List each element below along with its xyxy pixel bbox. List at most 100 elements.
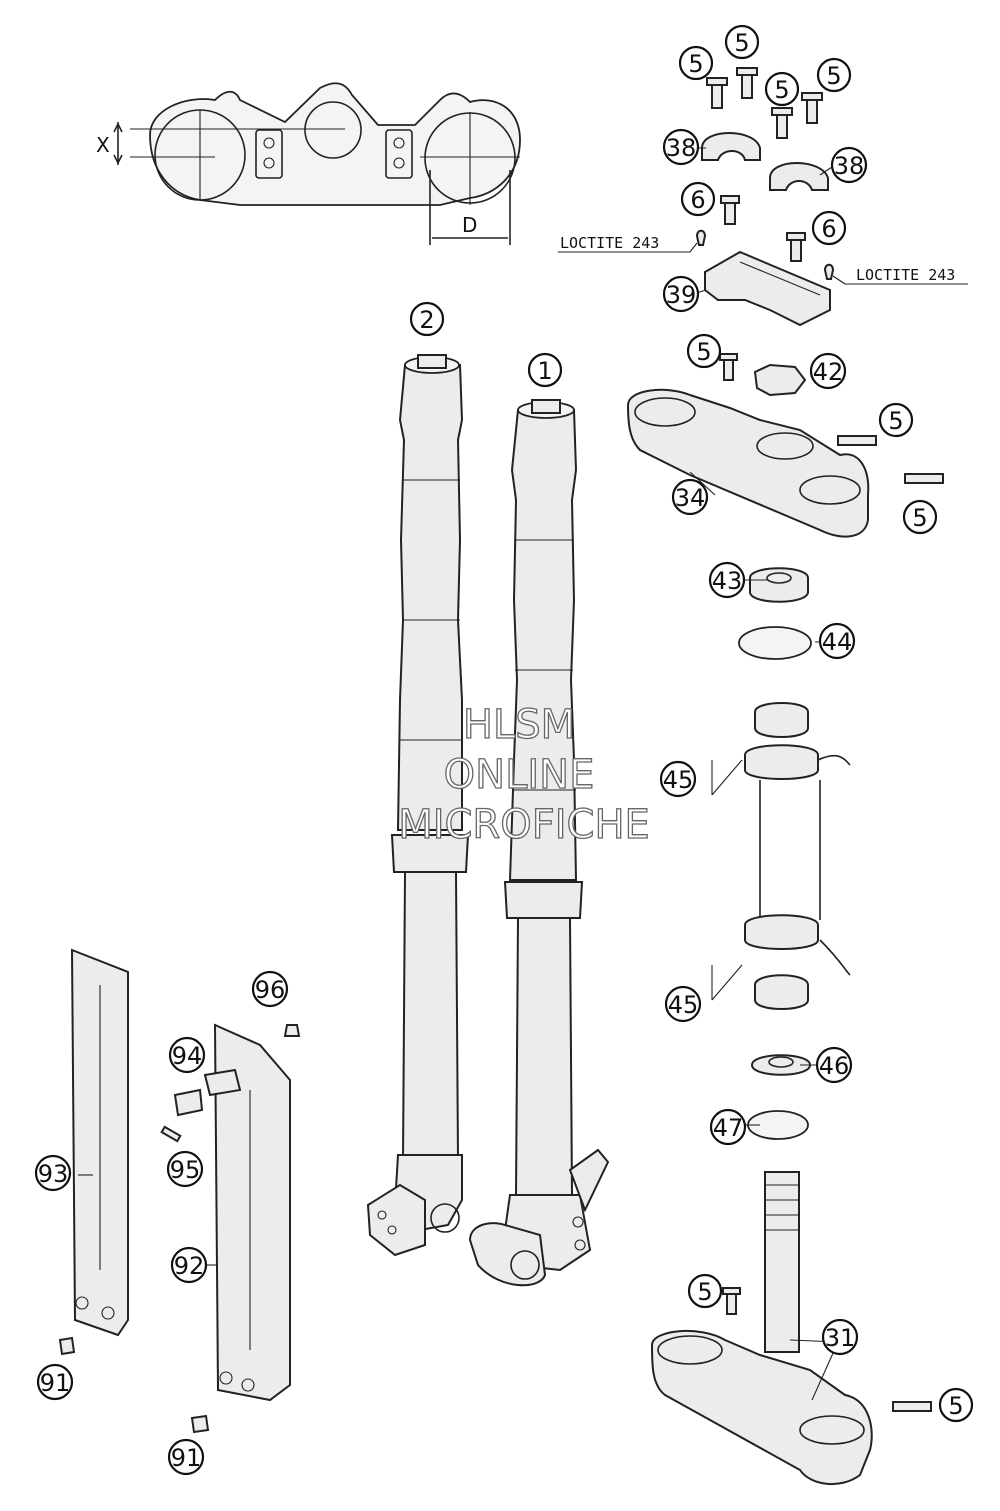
callout-number: 39 bbox=[666, 281, 697, 309]
callout-circle bbox=[811, 210, 847, 246]
callout-circle bbox=[170, 1246, 208, 1284]
callout-number: 5 bbox=[948, 1392, 963, 1420]
callout-circle bbox=[251, 970, 289, 1008]
callout-circle bbox=[664, 985, 702, 1023]
callout-circle bbox=[709, 1108, 747, 1146]
callout-c38b: 38 bbox=[830, 146, 868, 184]
callout-number: 5 bbox=[774, 76, 789, 104]
callout-number: 38 bbox=[666, 134, 697, 162]
dimension-x-label: X bbox=[96, 133, 110, 157]
callout-number: 2 bbox=[419, 306, 434, 334]
callout-c45a: 45 bbox=[659, 760, 697, 798]
callout-circle bbox=[764, 71, 800, 107]
watermark: HLSM ONLINE MICROFICHE bbox=[398, 701, 651, 848]
callout-circle bbox=[680, 181, 716, 217]
callout-number: 5 bbox=[688, 50, 703, 78]
dimension-d-label: D bbox=[462, 213, 477, 237]
callout-circle bbox=[830, 146, 868, 184]
callout-number: 45 bbox=[663, 766, 694, 794]
callout-circle bbox=[815, 1046, 853, 1084]
callout-circle bbox=[167, 1438, 205, 1476]
callout-circle bbox=[527, 352, 563, 388]
callout-c46: 46 bbox=[815, 1046, 853, 1084]
callout-number: 38 bbox=[834, 152, 865, 180]
callout-circle bbox=[687, 1273, 723, 1309]
callout-circle bbox=[678, 45, 714, 81]
triple-clamp-dimension-view: X D bbox=[96, 82, 521, 245]
callout-number: 47 bbox=[713, 1114, 744, 1142]
callout-number: 42 bbox=[813, 358, 844, 386]
upper-triple-clamp bbox=[626, 353, 944, 538]
callout-c94: 94 bbox=[168, 1036, 206, 1074]
callout-number: 5 bbox=[888, 407, 903, 435]
callout-circle bbox=[36, 1363, 74, 1401]
callout-c5d: 5 bbox=[816, 57, 852, 93]
callout-number: 5 bbox=[826, 62, 841, 90]
callout-number: 6 bbox=[690, 186, 705, 214]
callout-number: 46 bbox=[819, 1052, 850, 1080]
callout-number: 5 bbox=[734, 29, 749, 57]
watermark-line-2: ONLINE bbox=[444, 752, 595, 798]
callout-c44: 44 bbox=[818, 622, 856, 660]
callout-circle bbox=[724, 24, 760, 60]
loctite-label-right: LOCTITE 243 bbox=[856, 266, 955, 284]
callout-number: 5 bbox=[696, 338, 711, 366]
fork-leg-1 bbox=[468, 399, 610, 1287]
callout-c5g: 5 bbox=[902, 499, 938, 535]
callout-number: 94 bbox=[172, 1042, 203, 1070]
callout-c92: 92 bbox=[170, 1246, 208, 1284]
lower-triple-clamp-stem bbox=[650, 1171, 932, 1486]
callout-c5a: 5 bbox=[678, 45, 714, 81]
callout-circle bbox=[671, 478, 709, 516]
callout-circle bbox=[409, 301, 445, 337]
callout-c38a: 38 bbox=[662, 128, 700, 166]
fork-leg-2 bbox=[366, 354, 470, 1257]
callout-number: 93 bbox=[38, 1160, 69, 1188]
callout-c42: 42 bbox=[809, 352, 847, 390]
callout-number: 1 bbox=[537, 357, 552, 385]
callout-c95: 95 bbox=[166, 1150, 204, 1188]
callout-circle bbox=[938, 1387, 974, 1423]
callout-number: 91 bbox=[171, 1444, 202, 1472]
callout-c45b: 45 bbox=[664, 985, 702, 1023]
callout-circle bbox=[708, 561, 746, 599]
callout-c5i: 5 bbox=[938, 1387, 974, 1423]
fork-guards bbox=[58, 948, 301, 1434]
callout-number: 31 bbox=[825, 1324, 856, 1352]
callout-c91a: 91 bbox=[36, 1363, 74, 1401]
callout-circle bbox=[686, 333, 722, 369]
callout-c5c: 5 bbox=[764, 71, 800, 107]
watermark-line-1: HLSM bbox=[463, 702, 575, 748]
callout-circle bbox=[168, 1036, 206, 1074]
callout-c6b: 6 bbox=[811, 210, 847, 246]
callout-circle bbox=[821, 1318, 859, 1356]
callout-c5e: 5 bbox=[686, 333, 722, 369]
callout-c34: 34 bbox=[671, 478, 709, 516]
callout-number: 91 bbox=[40, 1369, 71, 1397]
watermark-line-3: MICROFICHE bbox=[398, 802, 650, 848]
callout-c1: 1 bbox=[527, 352, 563, 388]
callout-number: 44 bbox=[822, 628, 853, 656]
callout-number: 43 bbox=[712, 567, 743, 595]
callout-c93: 93 bbox=[34, 1154, 72, 1192]
callout-circle bbox=[34, 1154, 72, 1192]
callout-c47: 47 bbox=[709, 1108, 747, 1146]
callout-c5f: 5 bbox=[878, 402, 914, 438]
callout-circle bbox=[818, 622, 856, 660]
callout-c6a: 6 bbox=[680, 181, 716, 217]
callout-circle bbox=[809, 352, 847, 390]
callout-number: 92 bbox=[174, 1252, 205, 1280]
callout-circle bbox=[659, 760, 697, 798]
callout-circle bbox=[878, 402, 914, 438]
callout-circle bbox=[662, 128, 700, 166]
callout-circle bbox=[816, 57, 852, 93]
callout-number: 96 bbox=[255, 976, 286, 1004]
callout-c5h: 5 bbox=[687, 1273, 723, 1309]
callout-c43: 43 bbox=[708, 561, 746, 599]
callout-number: 6 bbox=[821, 215, 836, 243]
callout-c91b: 91 bbox=[167, 1438, 205, 1476]
callout-number: 5 bbox=[697, 1278, 712, 1306]
callout-circle bbox=[902, 499, 938, 535]
callout-c39: 39 bbox=[662, 275, 700, 313]
